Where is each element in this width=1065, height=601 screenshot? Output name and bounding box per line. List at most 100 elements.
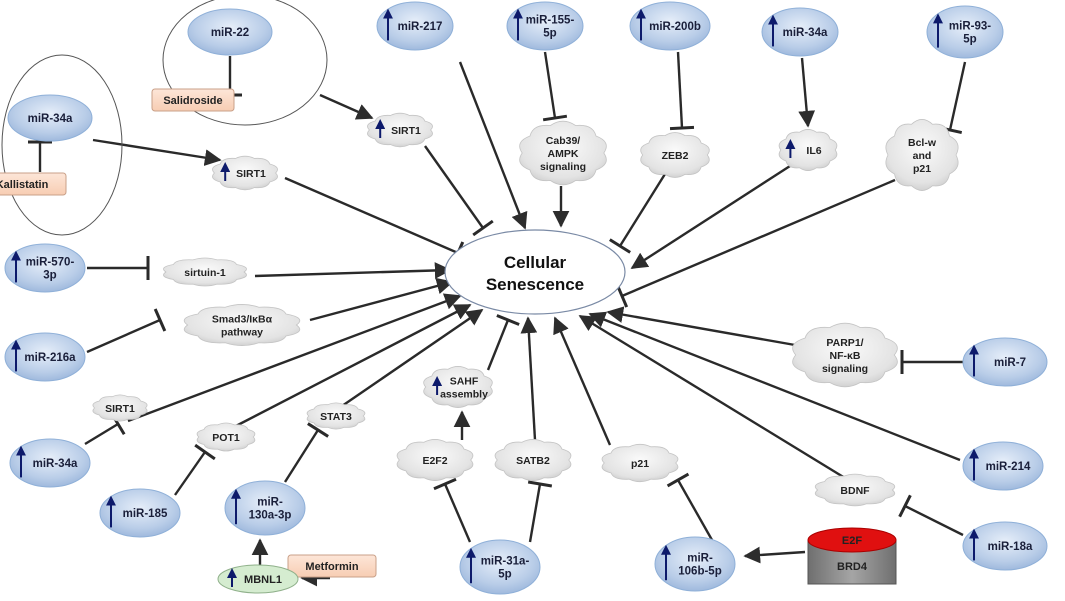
edge-mir200b-zeb2-bar: [669, 125, 695, 131]
compound-box-label: Metformin: [305, 561, 358, 573]
edge-bclw-senescence-bar: [615, 284, 629, 308]
edge-mir185-pot1: [174, 451, 206, 496]
target-cab39-label-line: Cab39/: [546, 135, 581, 147]
edges-layer: [28, 51, 967, 587]
target-bdnf-label: BDNF: [840, 485, 870, 497]
edge-mir34a-il6: [798, 57, 816, 128]
edge-mir200b-zeb2: [676, 51, 684, 129]
mirna-mir217-label-line: miR-217: [398, 21, 443, 33]
target-node-e2f2: [396, 439, 474, 481]
mirna-node-mir34a_top: [761, 7, 839, 57]
target-cloud-shape: [183, 304, 301, 346]
target-sirt1_left-label-line: SIRT1: [236, 168, 266, 180]
target-node-sirt1_low: [92, 394, 148, 422]
mirna-mir130a-label: miR-130a-3p: [249, 497, 292, 522]
mirna-mir214-label-line: miR-214: [986, 461, 1031, 473]
mirna-ellipse: [459, 539, 541, 595]
edge-bclw-senescence: [621, 178, 896, 298]
mirna-node-mir93: [926, 5, 1004, 59]
target-cloud-shape: [396, 439, 474, 481]
mirna-node-mir7: [962, 337, 1048, 387]
center-ellipse: [444, 229, 626, 315]
compound-box-rect: [0, 172, 67, 196]
target-pot1-label-line: POT1: [212, 432, 240, 444]
mirna-mir31a-label: miR-31a-5p: [481, 556, 530, 581]
edge-sahf-senescence: [486, 319, 510, 371]
mirna-mir34a_bottom-label: miR-34a: [33, 458, 78, 470]
mirna-mir22-label-line: miR-22: [211, 27, 249, 39]
target-sirtuin1-label-line: sirtuin-1: [184, 267, 226, 279]
edge-stat3-senescence: [341, 309, 484, 407]
edge-sirt1left-senescence: [284, 176, 459, 255]
edge-mir31a-e2f2-bar: [433, 477, 457, 491]
target-cloud-shape: [601, 443, 679, 483]
target-node-pot1: [196, 422, 256, 452]
mirna-ellipse: [962, 521, 1048, 571]
mirna-mir216a-label: miR-216a: [24, 352, 76, 364]
target-node-sirtuin1: [163, 257, 247, 287]
target-sirt1_low-label-line: SIRT1: [105, 403, 135, 415]
mirna-ellipse: [224, 480, 306, 536]
mirna-mir34a_bottom-label-line: miR-34a: [33, 458, 78, 470]
mirna-ellipse: [99, 488, 181, 538]
mirna-mir200b-label: miR-200b: [649, 21, 701, 33]
edge-mir155-cab39: [543, 51, 557, 119]
target-node-stat3: [306, 402, 366, 430]
target-zeb2-label: ZEB2: [662, 150, 689, 162]
mirna-mir93-label-line: miR-93-: [949, 21, 991, 33]
target-sirt1_left-label: SIRT1: [236, 168, 266, 180]
target-parp1-label-line: PARP1/: [826, 337, 863, 349]
edge-parp1-senescence: [606, 306, 796, 347]
edge-mir22-sirt1: [319, 93, 374, 120]
mirna-node-mir185: [99, 488, 181, 538]
mirna-mir155-label: miR-155-5p: [526, 15, 575, 40]
mbnl1-node: MBNL1: [217, 564, 299, 594]
target-bclw-label-line: p21: [913, 163, 931, 175]
mirna-node-mir34a_left: [7, 94, 93, 142]
edge-mir155-cab39-bar: [542, 114, 568, 122]
e2f-cap: [807, 527, 897, 553]
target-bclw-label-line: Bcl-w: [908, 137, 937, 149]
target-node-cab39: [519, 120, 607, 186]
edge-il6-senescence: [630, 164, 791, 270]
mirna-mir18a-label-line: miR-18a: [988, 541, 1033, 553]
mirna-node-mir216a: [4, 332, 86, 382]
target-e2f2-label-line: E2F2: [422, 455, 447, 467]
mirna-ellipse: [761, 7, 839, 57]
target-sahf-label-line: SAHF: [450, 376, 479, 388]
target-cloud-shape: [640, 132, 710, 178]
mirna-mir200b-label-line: miR-200b: [649, 21, 701, 33]
mirna-ellipse: [654, 536, 736, 592]
edge-mir214-senescence: [588, 311, 961, 462]
mirna-mir93-label-line: 5p: [963, 34, 976, 46]
target-smad3-label-line: pathway: [221, 327, 263, 339]
mirna-mir130a-label-line: 130a-3p: [249, 510, 292, 522]
edge-sirt1-senescence-bar: [472, 219, 494, 237]
target-cloud-shape: [792, 322, 898, 388]
mirna-ellipse: [187, 8, 273, 56]
edge-mir18a-bdnf-bar: [898, 494, 912, 518]
target-node-parp1: [792, 322, 898, 388]
mirna-ellipse: [506, 1, 584, 51]
mirna-mir185-label-line: miR-185: [123, 508, 168, 520]
target-stat3-label: STAT3: [320, 411, 352, 423]
group-outline-mir34a: [1, 54, 123, 236]
mirna-mir217-label: miR-217: [398, 21, 443, 33]
target-il6-label: IL6: [806, 145, 821, 157]
target-bclw-label-line: and: [913, 150, 932, 162]
mirna-node-mir200b: [629, 1, 711, 51]
mirna-mir7-label: miR-7: [994, 357, 1026, 369]
target-node-bdnf: [814, 473, 896, 507]
compound-box-salidroside: Salidroside: [151, 88, 235, 112]
group-outline-mir22: [162, 0, 328, 126]
target-pot1-label: POT1: [212, 432, 240, 444]
compound-box-label: Kallistatin: [0, 179, 49, 191]
edge-brd4-mir106b: [743, 546, 806, 564]
mirna-node-mir31a: [459, 539, 541, 595]
mirna-mir106b-label-line: 106b-5p: [678, 566, 721, 578]
